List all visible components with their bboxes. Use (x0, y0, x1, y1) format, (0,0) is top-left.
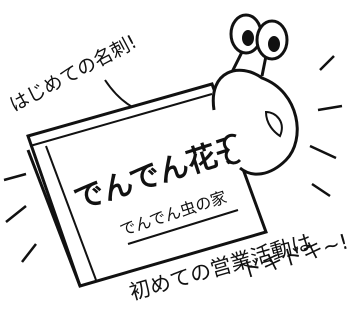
excitement-lines (3, 55, 343, 263)
business-card: でんでん花子 でんでん虫の家 (26, 82, 268, 288)
snail-character (211, 13, 299, 176)
caption-top-text: はじめての名刺! (6, 31, 140, 116)
